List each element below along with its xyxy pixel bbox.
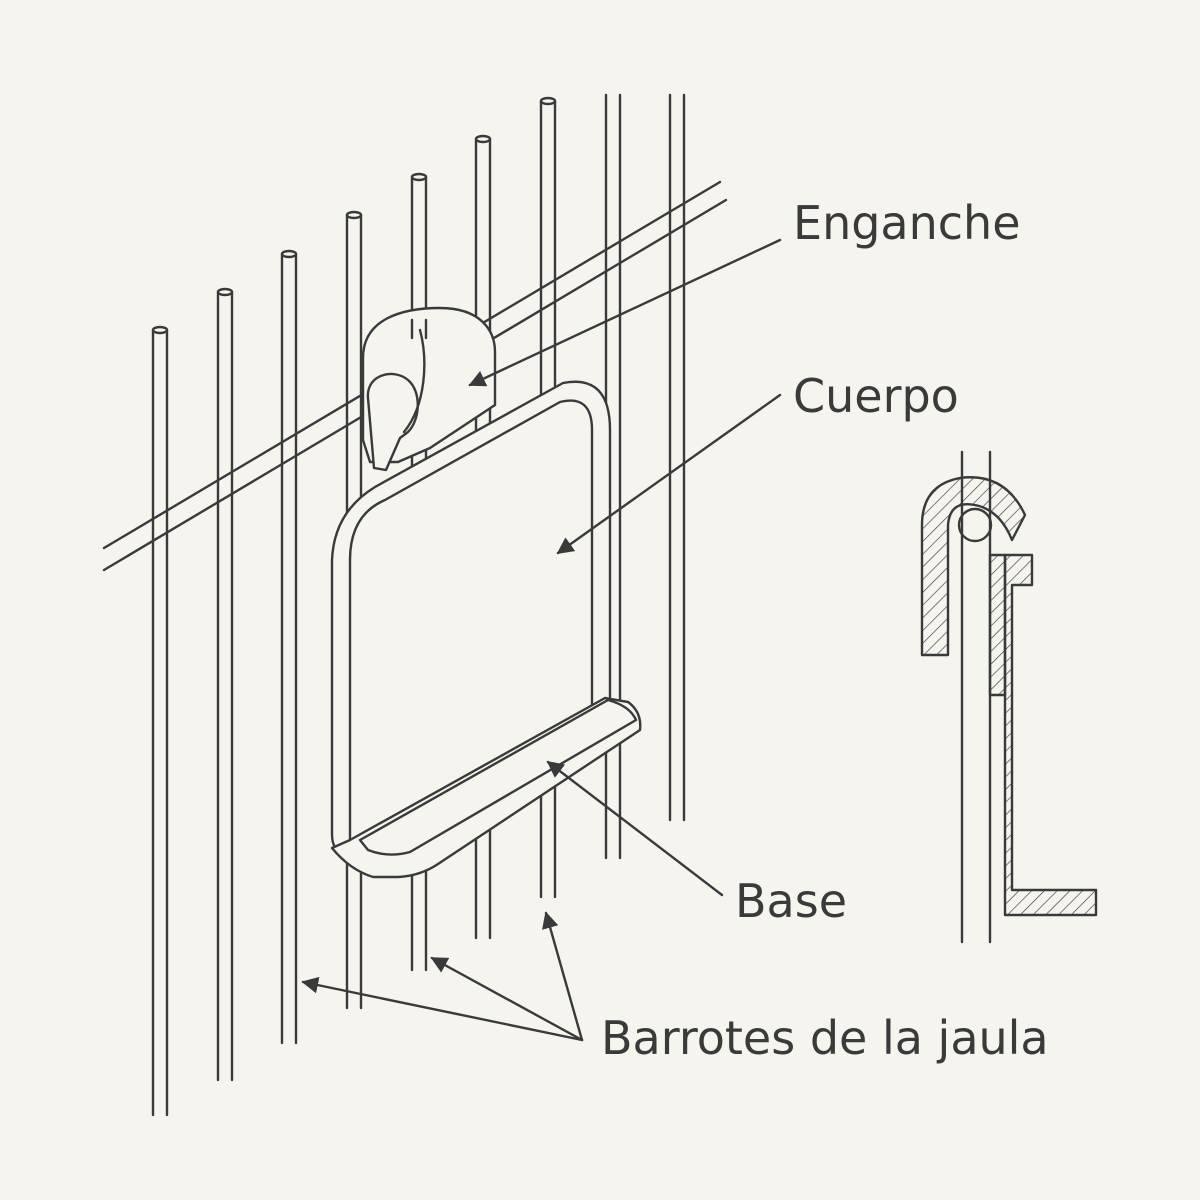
leader-arrows (301, 238, 782, 1042)
label-barrotes: Barrotes de la jaula (601, 1011, 1049, 1065)
label-enganche: Enganche (793, 196, 1021, 250)
label-cuerpo: Cuerpo (793, 369, 959, 423)
arrow-enganche (468, 238, 782, 387)
cage-bar-1 (151, 325, 169, 1117)
hook-clip (361, 306, 497, 472)
section-detail (920, 450, 1098, 944)
label-base: Base (735, 874, 848, 928)
base-shelf (330, 696, 642, 879)
cage-bar-3 (280, 249, 298, 1045)
arrow-base (546, 760, 724, 897)
cage-bar-9 (668, 93, 686, 822)
arrow-barrotes-mid (430, 956, 584, 1042)
arrow-cuerpo (556, 393, 782, 555)
arrow-barrotes-right (542, 911, 584, 1042)
arrow-barrotes-left (301, 976, 584, 1042)
cage-bar-2 (216, 287, 234, 1082)
